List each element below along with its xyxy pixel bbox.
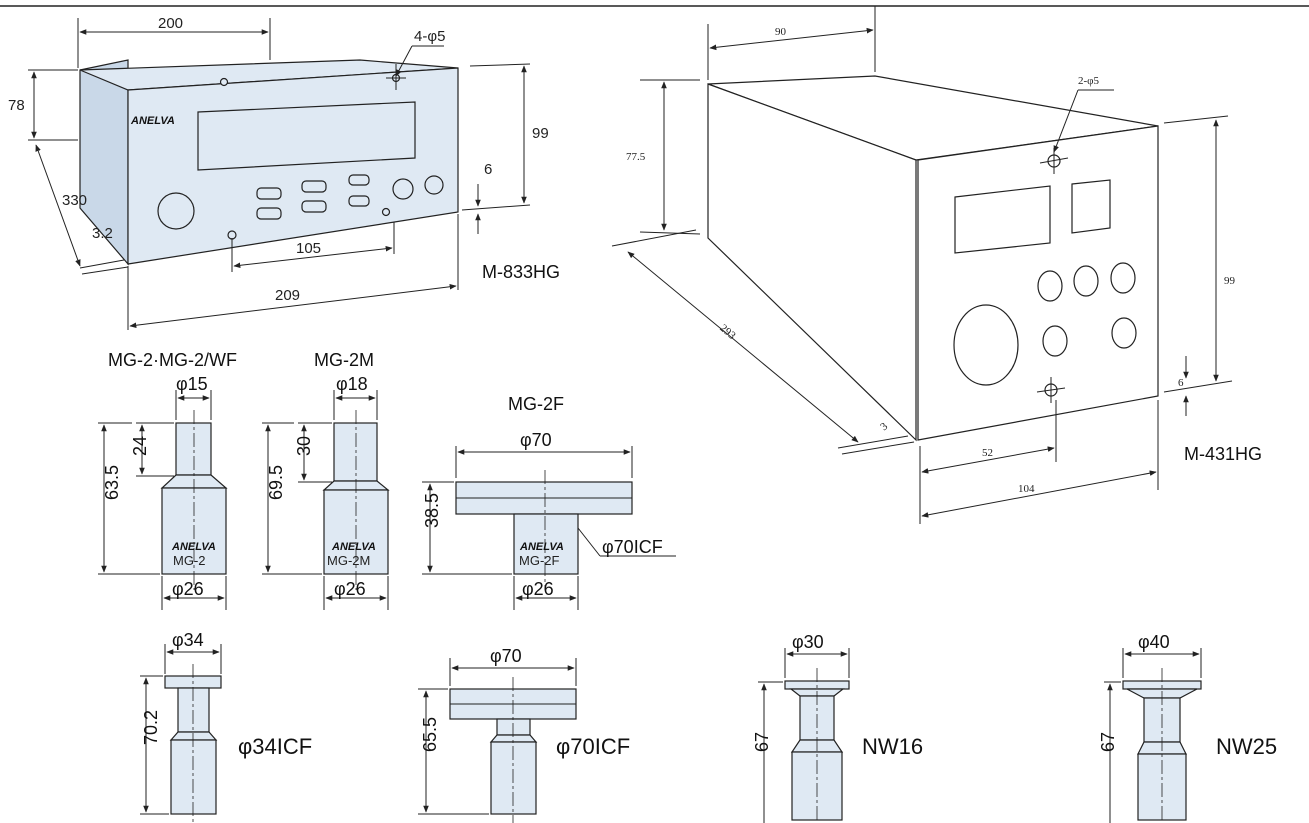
mg2m-dim-bottom-dia: φ26 — [334, 579, 366, 599]
m833-dim-width-top: 200 — [158, 15, 183, 32]
m833-knob — [392, 178, 414, 200]
mg2m-gauge-drawing: ANELVA MG-2M — [322, 410, 390, 590]
m431-knob — [1110, 262, 1136, 294]
mg2-brand-logo: ANELVA — [171, 541, 216, 553]
icf34-dimensions: φ34 70.2 φ34ICF — [140, 630, 312, 815]
nw25-gauge-drawing — [1122, 668, 1202, 823]
icf70-dim-total-len: 65.5 — [420, 717, 440, 752]
mg2m-dim-upper-len: 30 — [294, 436, 314, 456]
m833-brand-logo: ANELVA — [130, 115, 175, 127]
m431-dim-thickness: 3 — [878, 420, 890, 433]
m431-knob — [1042, 325, 1068, 357]
nw16-dim-total-len: 67 — [752, 732, 772, 752]
mg2m-dim-total-len: 69.5 — [266, 465, 286, 500]
m431-knob — [1037, 270, 1063, 302]
m833-dim-height-front: 99 — [532, 125, 549, 142]
mg2f-dimensions: φ70 38.5 φ70ICF φ26 — [422, 430, 676, 610]
m431-knob — [1111, 317, 1137, 349]
mg2-title: MG-2·MG-2/WF — [108, 350, 237, 370]
nw25-dim-top-dia: φ40 — [1138, 632, 1170, 652]
m431-dim-height-side: 77.5 — [626, 151, 646, 163]
m833-dim-hole-pitch: 105 — [296, 240, 321, 257]
nw25-dim-total-len: 67 — [1098, 732, 1118, 752]
m431-dim-width-top: 90 — [775, 26, 787, 38]
mg2m-badge: MG-2M — [327, 553, 370, 568]
nw16-gauge-drawing — [784, 668, 850, 823]
mg2-dim-bottom-dia: φ26 — [172, 579, 204, 599]
m431-dim-depth: 293 — [717, 322, 738, 342]
mg2-dimensions: φ15 24 63.5 φ26 — [98, 374, 227, 610]
m833-dim-depth: 330 — [62, 192, 87, 209]
mg2m-dimensions: φ18 30 69.5 φ26 — [262, 374, 389, 610]
m833-key — [301, 200, 327, 213]
icf34-label: φ34ICF — [238, 734, 312, 759]
m833-dim-holes: 4-φ5 — [414, 28, 445, 45]
mg2-dim-top-dia: φ15 — [176, 374, 208, 394]
mg2f-title: MG-2F — [508, 394, 564, 414]
icf34-gauge-drawing — [164, 664, 222, 823]
m833-key — [256, 187, 282, 200]
m833-mount-hole — [381, 207, 391, 217]
m833-dim-thickness: 3.2 — [92, 225, 113, 242]
nw25-dimensions: φ40 67 NW25 — [1098, 632, 1277, 823]
mg2m-brand-logo: ANELVA — [331, 541, 376, 553]
nw16-label: NW16 — [862, 734, 923, 759]
m833-dimensions: 200 4-φ5 78 99 6 330 3.2 105 209 — [8, 15, 549, 330]
icf34-dim-total-len: 70.2 — [141, 710, 161, 745]
mg2f-flange-label: φ70ICF — [602, 537, 663, 557]
m431-knob — [953, 304, 1019, 386]
m833-mount-hole — [227, 230, 237, 240]
mg2f-dim-flange-dia: φ70 — [520, 430, 552, 450]
mg2f-dim-total-len: 38.5 — [422, 493, 442, 528]
mg2-dim-total-len: 63.5 — [102, 465, 122, 500]
mg2m-dim-top-dia: φ18 — [336, 374, 368, 394]
m431-dim-holes: 2-φ5 — [1078, 75, 1100, 87]
mg2f-brand-logo: ANELVA — [519, 541, 564, 553]
mg2-badge: MG-2 — [173, 553, 206, 568]
icf70-dimensions: φ70 65.5 φ70ICF — [418, 646, 630, 815]
m431-dim-hole-pitch: 52 — [982, 447, 993, 459]
icf70-dim-top-dia: φ70 — [490, 646, 522, 666]
mg2-gauge-drawing: ANELVA MG-2 — [160, 410, 228, 590]
m833-dim-width-front: 209 — [275, 287, 300, 304]
m833-knob — [424, 175, 444, 195]
m833-key — [301, 180, 327, 193]
m431-display-window — [954, 185, 1051, 254]
m431-model-label: M-431HG — [1184, 444, 1262, 464]
mg2f-dim-bottom-dia: φ26 — [522, 579, 554, 599]
m431-controller-drawing — [707, 75, 1159, 442]
m833-key — [256, 207, 282, 220]
m833-dim-offset: 6 — [484, 161, 492, 178]
m833-front-panel — [127, 67, 459, 265]
m833-controller-drawing: ANELVA — [79, 59, 459, 266]
m431-dim-offset: 6 — [1178, 377, 1184, 389]
m833-dim-height-side: 78 — [8, 97, 25, 114]
nw16-dimensions: φ30 67 NW16 — [752, 632, 923, 823]
icf70-label: φ70ICF — [556, 734, 630, 759]
m431-dim-height-front: 99 — [1224, 275, 1236, 287]
mg2f-badge: MG-2F — [519, 553, 560, 568]
mg2m-title: MG-2M — [314, 350, 374, 370]
nw25-label: NW25 — [1216, 734, 1277, 759]
m833-display-window — [197, 101, 416, 171]
m833-knob — [157, 192, 195, 230]
m833-key — [348, 195, 370, 207]
m833-mount-hole — [219, 77, 229, 87]
mg2-dim-upper-len: 24 — [130, 436, 150, 456]
icf70-gauge-drawing — [449, 677, 577, 823]
m431-display-window — [1071, 179, 1111, 234]
m431-dim-width-front: 104 — [1018, 483, 1035, 495]
mg2f-gauge-drawing: ANELVA MG-2F — [455, 470, 633, 590]
m833-model-label: M-833HG — [482, 262, 560, 282]
m833-key — [348, 174, 370, 186]
m431-knob — [1073, 265, 1099, 297]
icf34-dim-top-dia: φ34 — [172, 630, 204, 650]
nw16-dim-top-dia: φ30 — [792, 632, 824, 652]
